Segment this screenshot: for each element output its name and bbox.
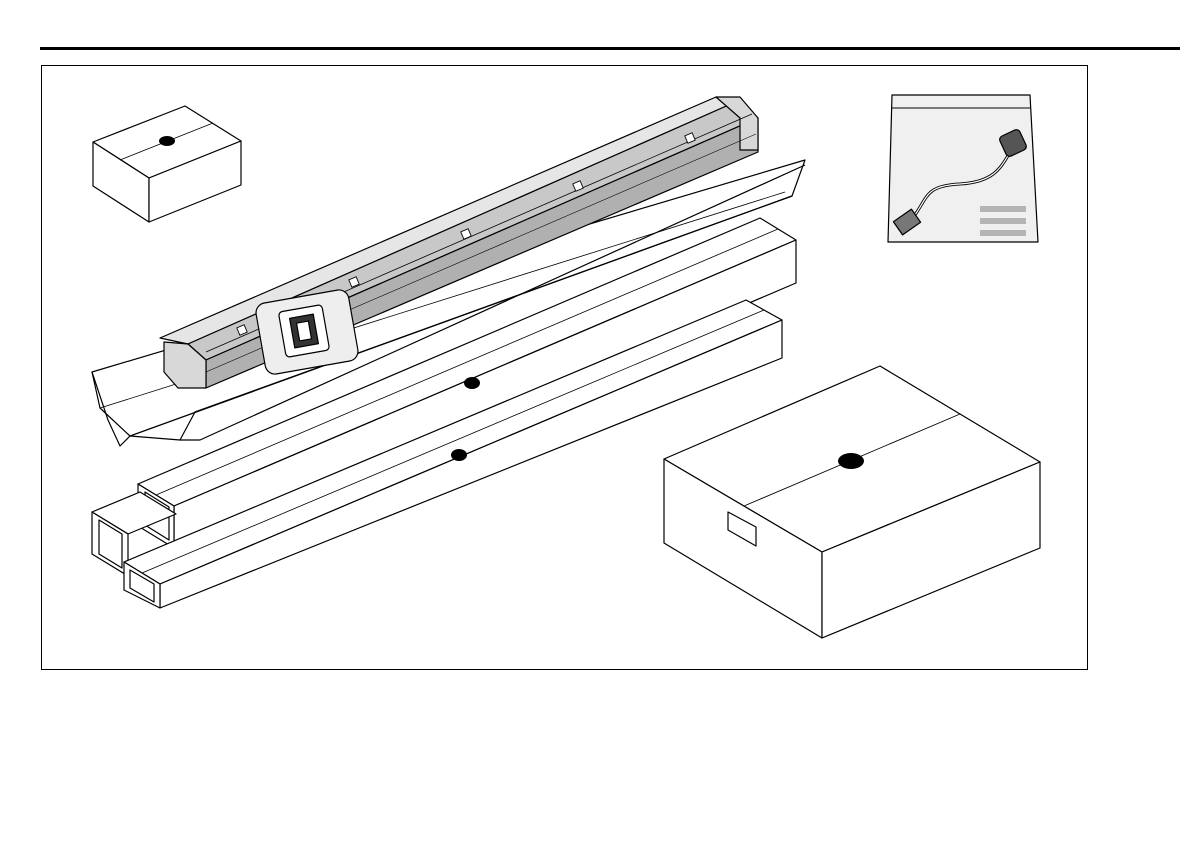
cable-bag <box>888 95 1038 242</box>
large-box <box>664 366 1040 638</box>
small-box-marker <box>159 136 175 146</box>
large-box-marker <box>838 453 864 469</box>
tube-3-marker <box>451 449 467 461</box>
tube-1-marker <box>464 377 480 389</box>
small-box <box>93 106 241 222</box>
